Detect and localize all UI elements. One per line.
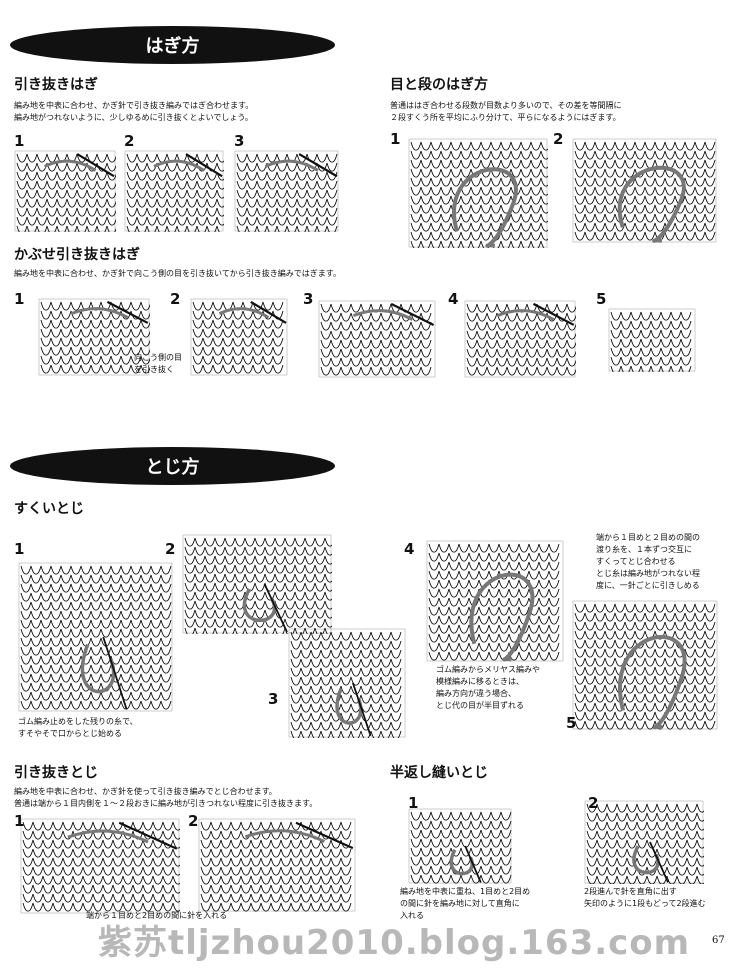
knitting-figure <box>198 818 356 912</box>
knitting-figure <box>608 308 696 372</box>
desc-kabuse: 編み地を中表に合わせ、かぎ針で向こう側の目を引き抜いてから引き抜き編みではぎます… <box>14 269 341 278</box>
knitting-figure <box>182 534 332 634</box>
step-number: 1 <box>14 540 25 558</box>
step-number: 1 <box>408 794 419 812</box>
desc-hikinuki-toji: 編み地を中表に合わせ、かぎ針を使って引き抜き編みでとじ合わせます。 普通は端から… <box>14 787 318 808</box>
step-number: 5 <box>596 290 607 308</box>
heading-hikinuki-toji: 引き抜きとじ <box>14 765 98 781</box>
step-number: 3 <box>234 132 245 150</box>
knitting-figure <box>18 562 173 712</box>
caption-hangaeshi-2: 2段進んで針を直角に出す 矢印のように1段もどって2段進む <box>584 887 706 908</box>
step-number: 4 <box>448 290 459 308</box>
caption-sukui-5: 端から１目めと２目めの間の 渡り糸を、１本ずつ交互に すくってとじ合わせる とじ… <box>596 533 700 590</box>
step-number: 1 <box>14 812 25 830</box>
heading-kabuse: かぶせ引き抜きはぎ <box>14 247 140 263</box>
knitting-figure <box>318 300 436 378</box>
knitting-figure <box>20 818 180 914</box>
step-number: 1 <box>14 132 25 150</box>
heading-hikinuki-hagi: 引き抜きはぎ <box>14 77 98 93</box>
caption-hangaeshi-1: 編み地を中表に重ね、1目めと2目め の間に針を編み地に対して直角に 入れる <box>400 887 531 920</box>
caption-hikinuki-toji: 端から１目めと2目めの間に針を入れる <box>86 911 228 920</box>
page-number: 67 <box>712 935 725 946</box>
step-number: 4 <box>404 540 415 558</box>
section-banner-hagi: はぎ方 <box>10 26 335 64</box>
knitting-figure <box>584 800 704 884</box>
heading-me-to-dan: 目と段のはぎ方 <box>390 77 488 93</box>
caption-sukui-1: ゴム編み止めをした残りの糸で、 すそやそで口からとじ始める <box>18 717 138 738</box>
step-number: 2 <box>165 540 176 558</box>
knitting-figure <box>124 150 224 232</box>
knitting-figure <box>408 808 512 884</box>
step-number: 5 <box>566 714 577 732</box>
heading-sukui: すくいとじ <box>14 501 84 517</box>
knitting-figure <box>572 600 718 730</box>
section-title: はぎ方 <box>145 36 200 57</box>
desc-me-to-dan: 普通ははぎ合わせる段数が目数より多いので、その差を等間隔に ２段すくう所を平均に… <box>390 101 622 122</box>
step-number: 1 <box>390 130 401 148</box>
watermark: 紫苏tljzhou2010.blog.163.com <box>98 923 691 963</box>
knitting-figure <box>190 298 288 376</box>
knitting-figure <box>234 150 339 232</box>
step-number: 2 <box>170 290 181 308</box>
step-number: 2 <box>188 812 199 830</box>
knitting-figure <box>426 540 564 662</box>
step-number: 2 <box>553 130 564 148</box>
knitting-figure <box>464 300 576 378</box>
knitting-figure <box>288 628 406 738</box>
step-number: 3 <box>303 290 314 308</box>
step-number: 3 <box>268 690 279 708</box>
caption-sukui-4: ゴム編みからメリヤス編みや 模様編みに移るときは、 編み方向が違う場合、 とじ代… <box>436 665 540 710</box>
step-number: 1 <box>14 290 25 308</box>
section-title: とじ方 <box>145 457 200 478</box>
knitting-figure <box>14 150 116 232</box>
step-number: 2 <box>588 794 599 812</box>
step-number: 2 <box>124 132 135 150</box>
heading-hangaeshi: 半返し縫いとじ <box>390 765 488 781</box>
desc-hikinuki-hagi: 編み地を中表に合わせ、かぎ針で引き抜き編みではぎ合わせます。 編み地がつれないよ… <box>14 101 254 122</box>
knitting-figure <box>38 298 150 376</box>
knitting-figure <box>408 138 548 248</box>
knitting-figure <box>572 138 717 243</box>
section-banner-toji: とじ方 <box>10 447 335 485</box>
caption-kabuse: 向こう側の目 を引き抜く <box>134 353 182 374</box>
